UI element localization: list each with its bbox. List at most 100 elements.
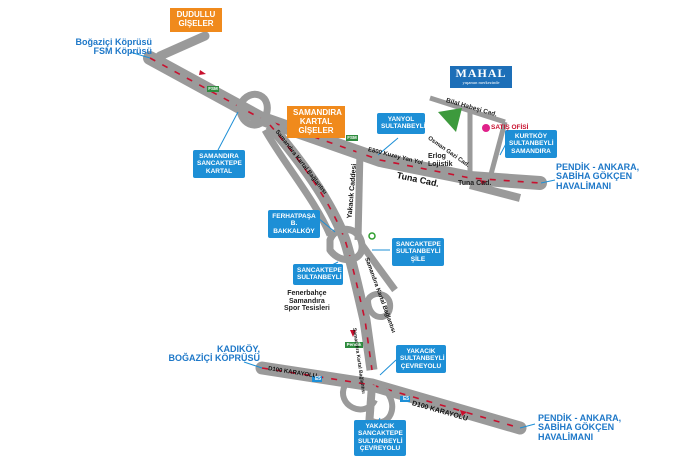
destination-line: Boğaziçi Köprüsü (75, 37, 152, 47)
fsm-label-2: FSM (347, 135, 357, 140)
toll-line: GİŞELER (298, 125, 334, 135)
destination-line: PENDİK - ANKARA, (556, 162, 640, 172)
toll-samandira-kartal: SAMANDIRA KARTAL GİŞELER (287, 106, 345, 139)
destination-line: BOĞAZİÇİ KÖPRÜSÜ (168, 353, 260, 364)
exit-yakacik-cevreyolu: YAKACIK SULTANBEYLİ ÇEVREYOLU (396, 345, 446, 374)
fsm-sign-2 (346, 135, 358, 141)
destination-pendik-bottom: PENDİK - ANKARA, SABİHA GÖKÇEN HAVALİMAN… (538, 413, 648, 442)
exit-line: SULTANBEYLİ (509, 140, 554, 148)
sile-link (359, 242, 398, 293)
toll-line: SAMANDIRA (293, 108, 342, 117)
pendik-sign-label: Pendik (346, 342, 362, 347)
toll-dudullu: DUDULLU GİŞELER (170, 8, 222, 32)
station-marker (368, 232, 376, 240)
destination-line: HAVALİMANI (556, 180, 612, 191)
exit-line: KURTKÖY (514, 133, 548, 140)
landmark-line: Fenerbahçe (287, 290, 327, 297)
brand-name: MAHAL (455, 66, 507, 80)
leader-ferhat (317, 217, 336, 233)
e5-sign-right (400, 396, 410, 402)
arrow-1 (199, 70, 206, 75)
exit-line: YANYOL (387, 116, 415, 123)
sales-office-marker (482, 124, 490, 132)
arrow-4 (460, 410, 467, 416)
d100-route-line (261, 367, 521, 429)
leader-yakacik (379, 359, 397, 376)
exit-line: SANCAKTEPE (297, 267, 342, 274)
yakacik-caddesi-road (354, 149, 364, 241)
exit-kurtkoy: KURTKÖY SULTANBEYLİ SAMANDIRA (505, 130, 557, 159)
destination-pendik-top: PENDİK - ANKARA, SABİHA GÖKÇEN HAVALİMAN… (556, 162, 666, 191)
e80-route-line (149, 57, 541, 184)
toll-line: KARTAL (299, 116, 333, 126)
e5-sign-left (312, 376, 322, 382)
destination-line: SABİHA GÖKÇEN (538, 422, 615, 433)
landmark-fenerbahce: Fenerbahçe Samandıra Spor Tesisleri (284, 290, 330, 313)
sales-office-label: SATIŞ OFİSİ (491, 124, 529, 131)
toll-line: GİŞELER (178, 18, 214, 28)
street-tuna-2: Tuna Cad. (458, 180, 492, 187)
leader-samandira (217, 111, 239, 151)
exit-line: SAMANDIRA (199, 153, 239, 160)
destination-line: KADIKÖY, (216, 344, 260, 354)
arrow-2 (480, 180, 487, 185)
fsm-sign-1 (207, 86, 219, 92)
fsm-label-1: FSM (208, 86, 218, 91)
tuna-road (468, 181, 522, 202)
leader-pendik-top (540, 179, 556, 184)
lower-interchange (364, 290, 394, 320)
street-line: Erlog (428, 153, 446, 160)
exit-line: SANCAKTEPE (396, 241, 441, 248)
exit-ferhatpasa: FERHATPAŞA B. BAKKALKÖY (268, 210, 320, 239)
exit-line: SULTANBEYLİ (358, 437, 403, 445)
exit-line: SULTANBEYLİ (381, 123, 426, 131)
destination-line: PENDİK - ANKARA, (538, 413, 622, 423)
e5-label-right: E5 (402, 396, 410, 402)
kurtkoy-link (487, 121, 508, 179)
street-line: Lojistik (428, 160, 453, 168)
bilal-habesi-road (429, 95, 506, 125)
exit-line: ÇEVREYOLU (400, 362, 442, 370)
exit-line: B. BAKKALKÖY (273, 220, 315, 235)
destination-line: HAVALİMANI (538, 431, 594, 442)
exit-yanyol-sultanbeyli: YANYOL SULTANBEYLİ (377, 113, 426, 134)
samandira-kartal-route (269, 124, 373, 371)
exit-line: SULTANBEYLİ (396, 248, 441, 256)
exit-line: SANCAKTEPE (197, 160, 242, 168)
destination-bogazici-fsm: Boğaziçi Köprüsü FSM Köprüsü (52, 37, 153, 57)
park-area (438, 108, 462, 132)
exit-line: SULTANBEYLİ (297, 274, 342, 282)
exit-line: SAMANDIRA (511, 147, 551, 155)
exit-line: SANCAKTEPE (358, 430, 403, 438)
landmark-line: Samandıra (288, 297, 325, 305)
leader-bogazici (129, 51, 151, 59)
destination-line: FSM Köprüsü (93, 46, 153, 57)
exit-sancaktepe-sile: SANCAKTEPE SULTANBEYLİ ŞİLE (392, 238, 444, 267)
street-erlog: Erlog Lojistik (428, 153, 453, 168)
exit-samandira-sancaktepe-kartal: SAMANDIRA SANCAKTEPE KARTAL (193, 150, 245, 179)
exit-yakacik-sancaktepe: YAKACIK SANCAKTEPE SULTANBEYLİ ÇEVREYOLU (354, 420, 406, 456)
leader-kadikoy (243, 361, 263, 369)
exit-line: ÇEVREYOLU (359, 445, 401, 453)
pendik-sign (345, 342, 363, 348)
brand-logo: MAHAL yaşamın merkezinde (450, 66, 512, 88)
destination-kadikoy: KADIKÖY, BOĞAZİÇİ KÖPRÜSÜ (150, 344, 260, 364)
exit-line: ŞİLE (410, 255, 426, 263)
leader-pendik-bottom (519, 423, 536, 429)
exit-line: YAKACIK (365, 423, 395, 430)
dudullu-link (155, 31, 210, 61)
destination-line: SABİHA GÖKÇEN (556, 171, 633, 182)
exit-line: YAKACIK (406, 348, 436, 355)
brand-tagline: yaşamın merkezinde (462, 80, 500, 85)
exit-sancaktepe-sultanbeyli: SANCAKTEPE SULTANBEYLİ (293, 264, 343, 285)
e5-label-left: E5 (314, 376, 322, 382)
arrow-3 (350, 330, 356, 337)
toll-line: DUDULLU (176, 10, 216, 19)
landmark-line: Spor Tesisleri (284, 305, 330, 313)
leader-yanyol (377, 137, 399, 156)
top-left-interchange (236, 90, 271, 129)
exit-line: KARTAL (205, 167, 233, 175)
exit-line: FERHATPAŞA (272, 213, 316, 220)
